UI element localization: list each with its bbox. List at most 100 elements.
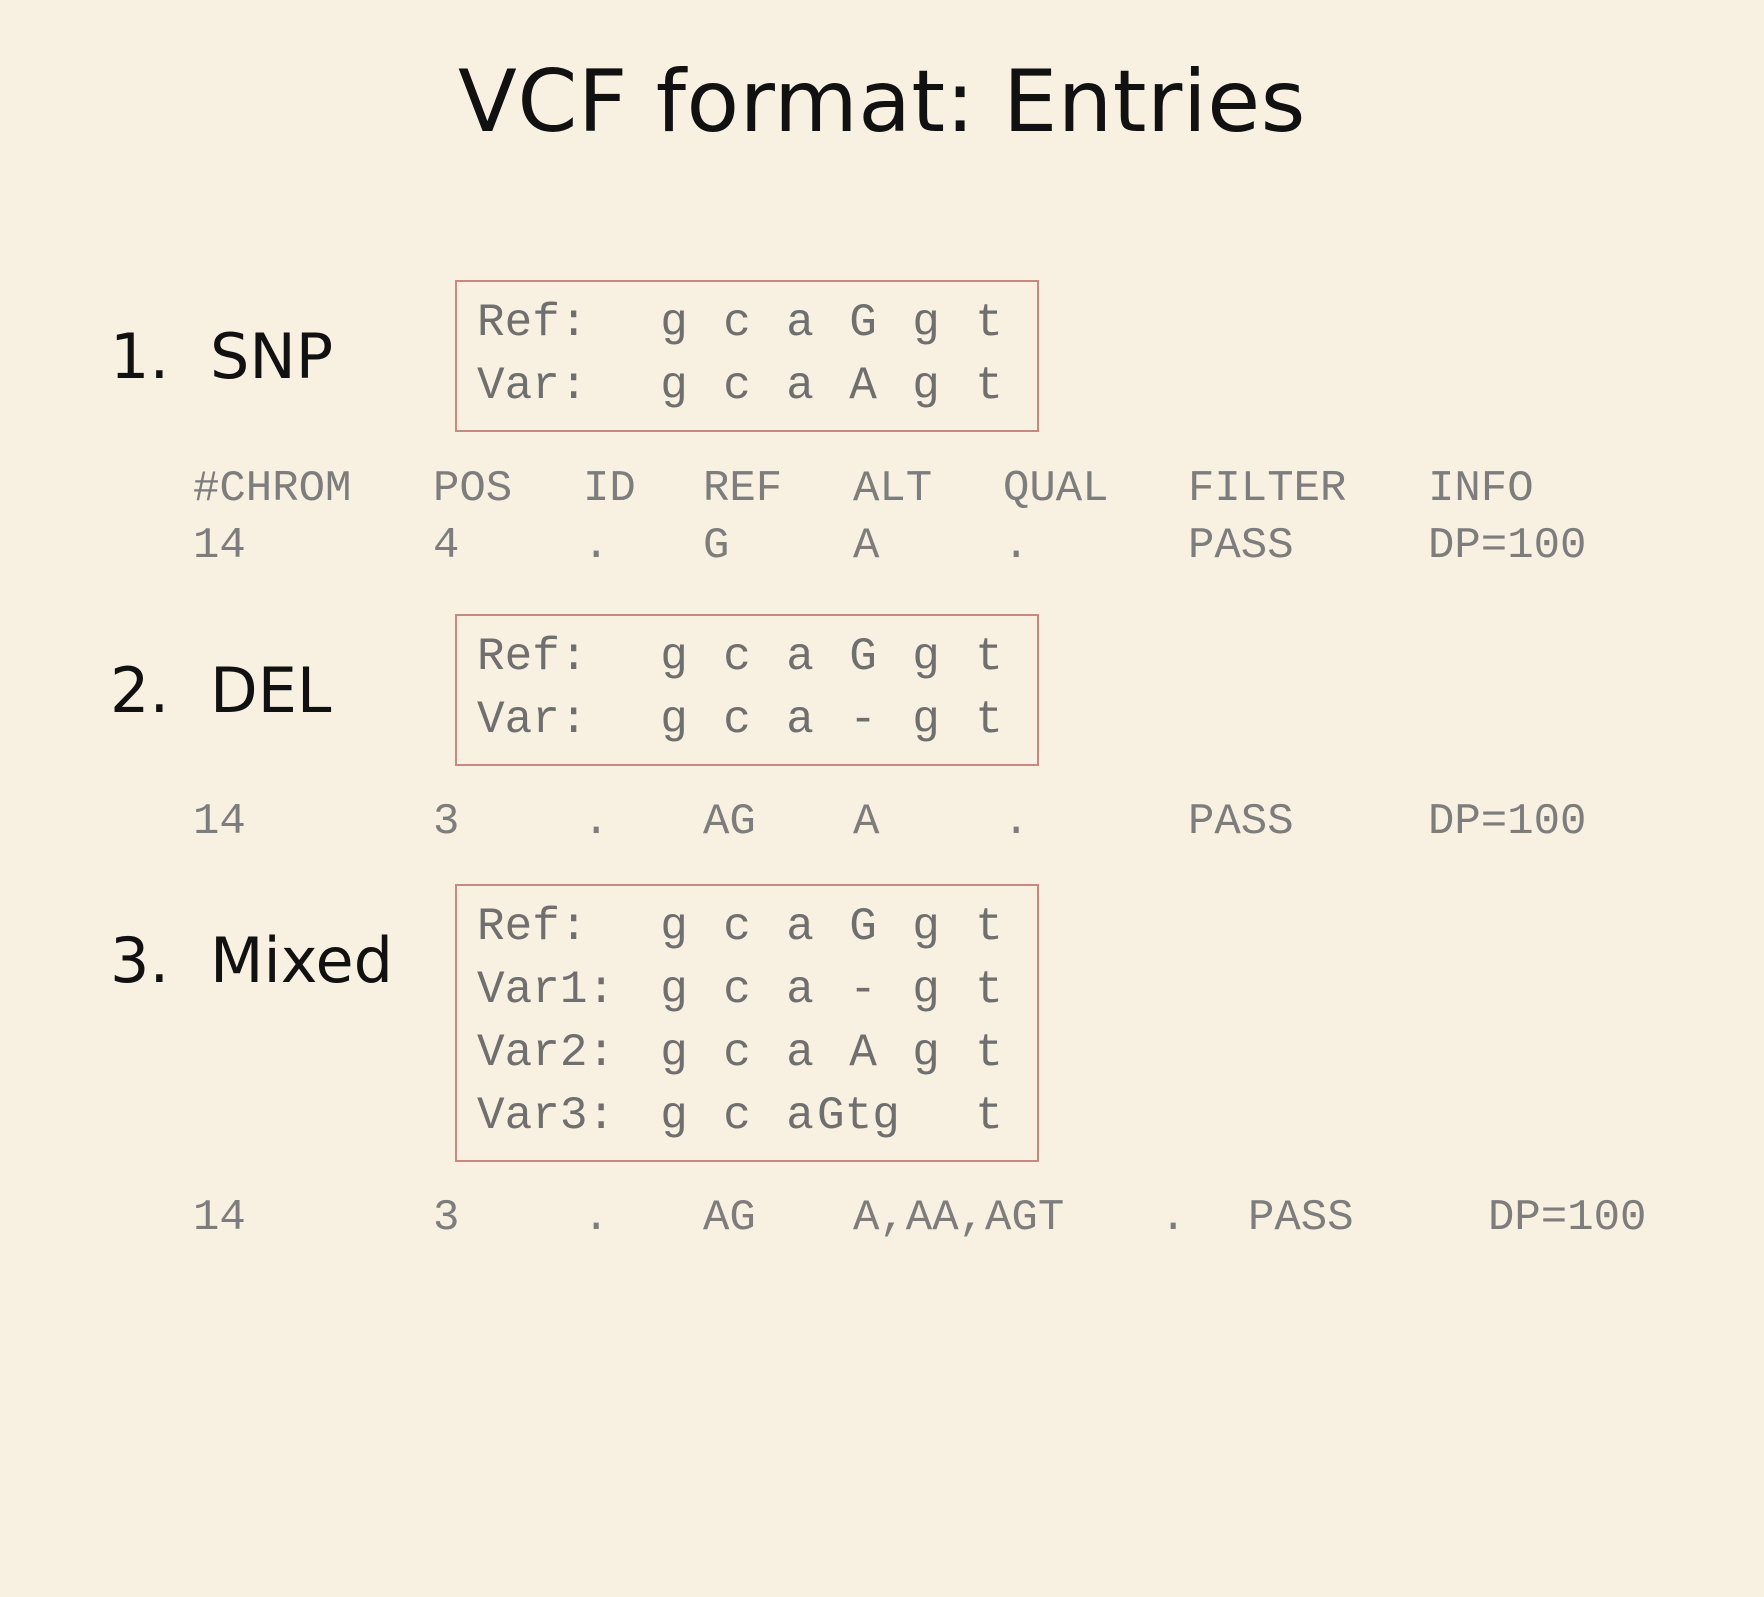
vcf-header-qual: QUAL	[1003, 464, 1109, 514]
base: c	[723, 1090, 751, 1142]
base: a	[786, 360, 814, 412]
vcf-cell: AG	[703, 1193, 756, 1243]
base: a	[786, 694, 814, 746]
vcf-cell: DP=100	[1428, 797, 1587, 847]
base: c	[723, 964, 751, 1016]
vcf-cell: .	[583, 521, 610, 571]
base: c	[723, 901, 751, 953]
base: a	[786, 964, 814, 1016]
base: g	[660, 360, 688, 412]
vcf-header-info: INFO	[1428, 464, 1534, 514]
base: t	[975, 1027, 1003, 1079]
vcf-cell: PASS	[1188, 521, 1294, 571]
vcf-header-ref: REF	[703, 464, 783, 514]
vcf-cell: PASS	[1248, 1193, 1354, 1243]
base: G	[849, 297, 877, 349]
base: t	[975, 1090, 1003, 1142]
vcf-cell: .	[1003, 521, 1030, 571]
base: g	[912, 694, 940, 746]
base: c	[723, 1027, 751, 1079]
base: g	[912, 901, 940, 953]
base: g	[912, 964, 940, 1016]
seq-label: Var3:	[477, 1090, 616, 1142]
base: c	[723, 360, 751, 412]
seq-line-var: Var: g c a - g t	[477, 688, 1003, 752]
vcf-cell: 4	[433, 521, 460, 571]
seq-label: Var:	[477, 360, 588, 412]
vcf-header-alt: ALT	[853, 464, 933, 514]
slide-title: VCF format: Entries	[458, 52, 1306, 152]
item-name: SNP	[210, 320, 334, 393]
base: g	[660, 1090, 688, 1142]
vcf-cell: A	[853, 797, 880, 847]
base: G	[849, 901, 877, 953]
base: g	[660, 631, 688, 683]
seq-line-var3: Var3: g c a Gtg t	[477, 1084, 1003, 1148]
vcf-header-pos: POS	[433, 464, 513, 514]
base: c	[723, 631, 751, 683]
item-del-label: 2. DEL	[110, 654, 331, 727]
seq-label: Var1:	[477, 964, 616, 1016]
base: t	[975, 901, 1003, 953]
base: G	[849, 631, 877, 683]
base: a	[786, 1027, 814, 1079]
vcf-header-chrom: #CHROM	[193, 464, 352, 514]
item-snp-label: 1. SNP	[110, 320, 333, 393]
base: a	[786, 297, 814, 349]
base: t	[975, 360, 1003, 412]
seq-label: Var:	[477, 694, 588, 746]
vcf-header-filter: FILTER	[1188, 464, 1347, 514]
snp-sequence-box: Ref: g c a G g t Var: g c a A g t	[455, 280, 1039, 432]
vcf-cell: 14	[193, 521, 246, 571]
del-sequence-box: Ref: g c a G g t Var: g c a - g t	[455, 614, 1039, 766]
seq-label: Var2:	[477, 1027, 616, 1079]
seq-line-var2: Var2: g c a A g t	[477, 1021, 1003, 1085]
vcf-cell: A	[853, 521, 880, 571]
base: g	[660, 1027, 688, 1079]
base: t	[975, 297, 1003, 349]
seq-label: Ref:	[477, 631, 588, 683]
seq-line-ref: Ref: g c a G g t	[477, 625, 1003, 689]
base: g	[660, 694, 688, 746]
base: a	[786, 1090, 814, 1142]
vcf-cell: 3	[433, 1193, 460, 1243]
base: c	[723, 297, 751, 349]
base: g	[912, 297, 940, 349]
base: A	[849, 360, 877, 412]
vcf-cell: 14	[193, 1193, 246, 1243]
base: a	[786, 901, 814, 953]
vcf-cell: .	[583, 1193, 610, 1243]
vcf-cell: A,AA,AGT	[853, 1193, 1065, 1243]
vcf-cell: DP=100	[1488, 1193, 1647, 1243]
seq-label: Ref:	[477, 901, 588, 953]
vcf-cell: .	[1160, 1193, 1187, 1243]
item-number: 1.	[110, 320, 170, 393]
base: g	[912, 631, 940, 683]
vcf-cell: 14	[193, 797, 246, 847]
seq-line-var: Var: g c a A g t	[477, 354, 1003, 418]
base: Gtg	[817, 1090, 900, 1142]
item-name: DEL	[210, 654, 332, 727]
seq-line-ref: Ref: g c a G g t	[477, 895, 1003, 959]
base: c	[723, 694, 751, 746]
base: g	[660, 297, 688, 349]
seq-label: Ref:	[477, 297, 588, 349]
seq-line-var1: Var1: g c a - g t	[477, 958, 1003, 1022]
seq-line-ref: Ref: g c a G g t	[477, 291, 1003, 355]
base: g	[660, 964, 688, 1016]
base: t	[975, 964, 1003, 1016]
base: g	[912, 360, 940, 412]
item-mixed-label: 3. Mixed	[110, 924, 393, 997]
vcf-cell: AG	[703, 797, 756, 847]
vcf-cell: PASS	[1188, 797, 1294, 847]
base: -	[849, 964, 877, 1016]
base: g	[660, 901, 688, 953]
item-name: Mixed	[210, 924, 394, 997]
vcf-cell: .	[1003, 797, 1030, 847]
item-number: 2.	[110, 654, 170, 727]
base: t	[975, 631, 1003, 683]
base: A	[849, 1027, 877, 1079]
base: a	[786, 631, 814, 683]
vcf-cell: 3	[433, 797, 460, 847]
item-number: 3.	[110, 924, 170, 997]
